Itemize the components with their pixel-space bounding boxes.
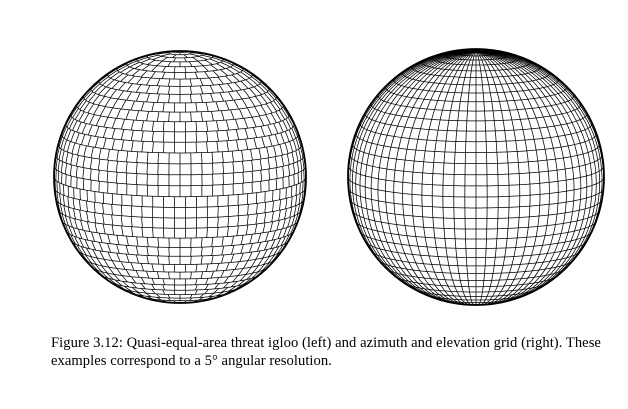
threat-igloo-sphere: [53, 48, 605, 306]
caption-text: Quasi-equal-area threat igloo (left) and…: [51, 335, 601, 369]
figure-caption: Figure 3.12: Quasi-equal-area threat igl…: [51, 334, 611, 370]
az-el-grid-right-panel: [347, 48, 605, 306]
figure-label: Figure 3.12:: [51, 335, 123, 351]
figure-area: [53, 48, 605, 306]
igloo-left-panel: [53, 50, 307, 304]
